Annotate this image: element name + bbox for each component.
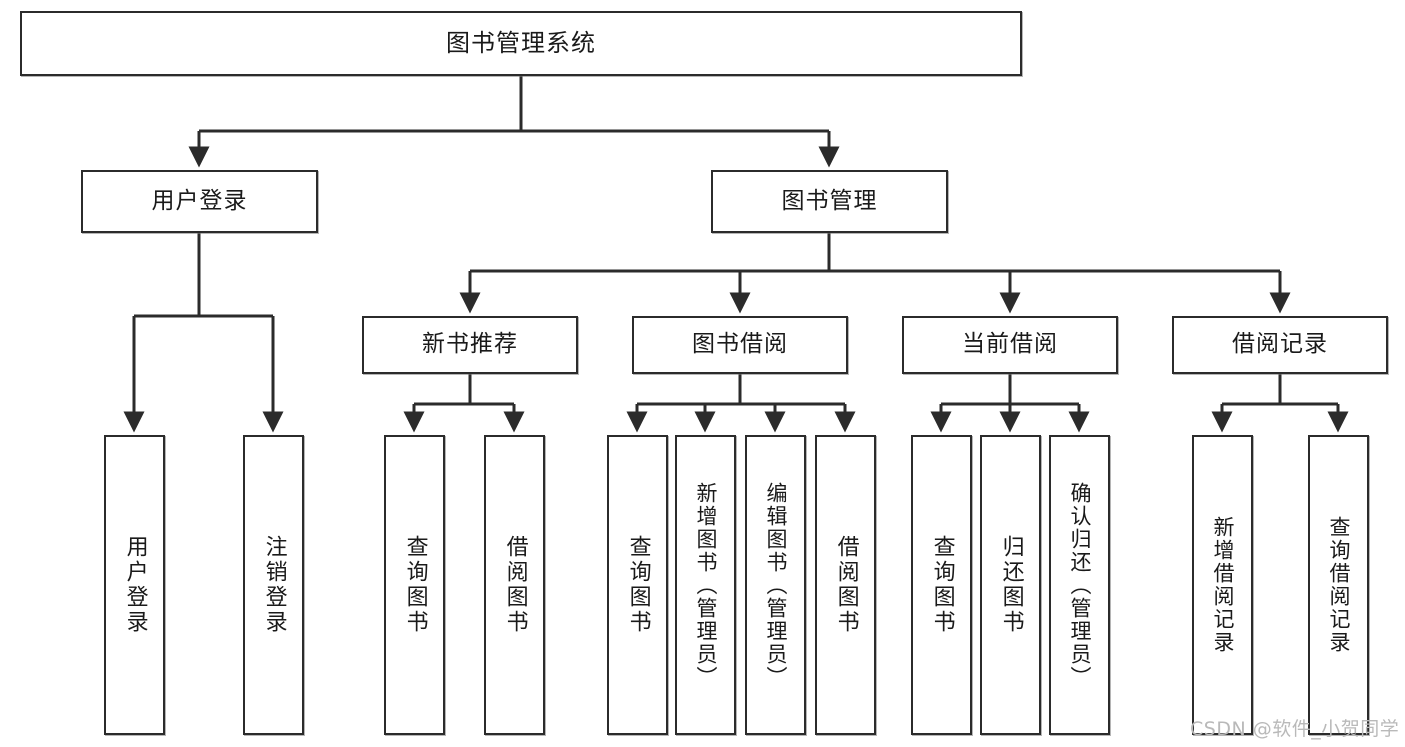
leaf-user-login-label: 用户登录	[122, 535, 148, 635]
leaf-query-book-b-label: 查询图书	[625, 535, 651, 635]
leaf-query-book-b[interactable]: 查询图书	[607, 435, 668, 735]
leaf-add-borrow-record-label: 新增借阅记录	[1210, 516, 1235, 654]
leaf-add-book-admin-label: 新增图书（管理员）	[693, 481, 718, 689]
node-root[interactable]: 图书管理系统	[20, 11, 1022, 76]
csdn-watermark: CSDN @软件_小贺同学	[1190, 718, 1400, 740]
leaf-confirm-return-admin[interactable]: 确认归还（管理员）	[1049, 435, 1110, 735]
leaf-confirm-return-admin-label: 确认归还（管理员）	[1067, 481, 1092, 689]
node-current-borrow-label: 当前借阅	[962, 331, 1058, 358]
leaf-edit-book-admin[interactable]: 编辑图书（管理员）	[745, 435, 806, 735]
node-borrow-record-label: 借阅记录	[1232, 331, 1328, 358]
leaf-borrow-book-a-label: 借阅图书	[502, 535, 528, 635]
leaf-add-borrow-record[interactable]: 新增借阅记录	[1192, 435, 1253, 735]
leaf-query-book-a[interactable]: 查询图书	[384, 435, 445, 735]
leaf-user-login[interactable]: 用户登录	[104, 435, 165, 735]
leaf-add-book-admin[interactable]: 新增图书（管理员）	[675, 435, 736, 735]
leaf-logout-login-label: 注销登录	[261, 535, 287, 635]
node-root-label: 图书管理系统	[446, 29, 596, 58]
node-book-manage-label: 图书管理	[781, 187, 878, 214]
node-current-borrow[interactable]: 当前借阅	[902, 316, 1118, 374]
node-new-book-recommend[interactable]: 新书推荐	[362, 316, 578, 374]
node-book-borrow-label: 图书借阅	[692, 331, 788, 358]
node-book-manage[interactable]: 图书管理	[711, 170, 948, 233]
leaf-return-book[interactable]: 归还图书	[980, 435, 1041, 735]
leaf-logout-login[interactable]: 注销登录	[243, 435, 304, 735]
node-borrow-record[interactable]: 借阅记录	[1172, 316, 1388, 374]
leaf-borrow-book-b[interactable]: 借阅图书	[815, 435, 876, 735]
leaf-query-book-a-label: 查询图书	[402, 535, 428, 635]
leaf-query-borrow-record[interactable]: 查询借阅记录	[1308, 435, 1369, 735]
leaf-return-book-label: 归还图书	[998, 535, 1024, 635]
leaf-query-book-c-label: 查询图书	[929, 535, 955, 635]
node-user-login[interactable]: 用户登录	[81, 170, 318, 233]
leaf-borrow-book-b-label: 借阅图书	[833, 535, 859, 635]
node-user-login-label: 用户登录	[151, 187, 248, 214]
node-book-borrow[interactable]: 图书借阅	[632, 316, 848, 374]
node-new-book-recommend-label: 新书推荐	[422, 331, 518, 358]
leaf-edit-book-admin-label: 编辑图书（管理员）	[763, 481, 788, 689]
leaf-query-borrow-record-label: 查询借阅记录	[1326, 516, 1351, 654]
leaf-query-book-c[interactable]: 查询图书	[911, 435, 972, 735]
leaf-borrow-book-a[interactable]: 借阅图书	[484, 435, 545, 735]
